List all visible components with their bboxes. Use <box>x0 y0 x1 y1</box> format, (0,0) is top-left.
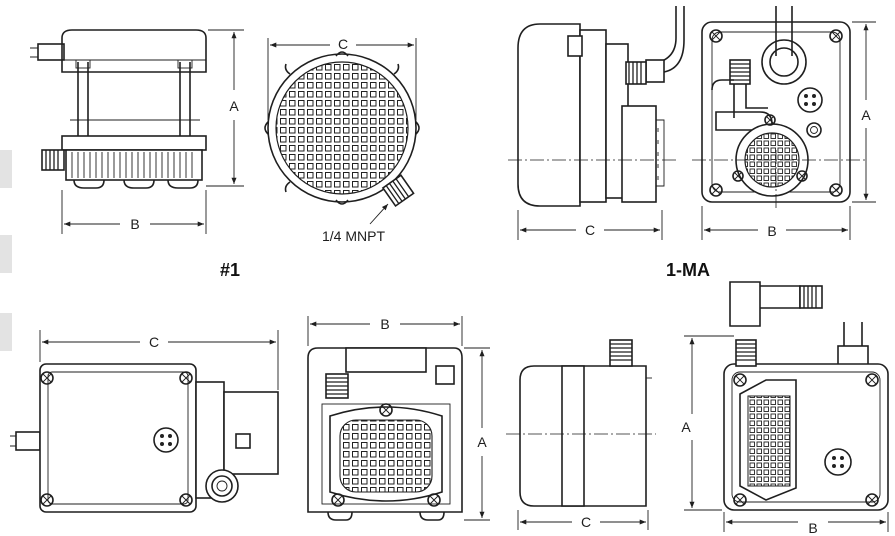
model-1-side-view <box>30 29 244 234</box>
bottom-side-view <box>506 339 656 530</box>
bottom-left-dim-c: C <box>149 334 159 350</box>
model-1ma-side-view <box>508 6 685 240</box>
model-1-dim-b: B <box>130 216 139 232</box>
side-tab-2 <box>0 235 12 273</box>
bottom-right-front-view <box>684 281 889 532</box>
model-1-dim-c: C <box>338 36 348 52</box>
port-thread-callout: 1/4 MNPT <box>322 228 385 244</box>
side-tab-1 <box>0 150 12 188</box>
bottom-right-dim-b: B <box>808 520 817 536</box>
model-1ma-label: 1-MA <box>666 260 710 280</box>
screw-icon <box>709 29 843 197</box>
bottom-right-dim-a: A <box>681 419 691 435</box>
side-tab-3 <box>0 313 12 351</box>
bottom-left-top-view <box>10 330 279 513</box>
model-1-bottom-view <box>264 38 420 225</box>
bottom-front-view <box>307 316 490 521</box>
model-1-fins <box>71 152 193 178</box>
model-1ma-front-dim-b: B <box>767 223 776 239</box>
model-1-label: #1 <box>220 260 240 280</box>
bottom-front-dim-b: B <box>380 316 389 332</box>
model-1-dim-a: A <box>229 98 239 114</box>
bottom-front-dim-a: A <box>477 434 487 450</box>
bottom-side-dim-c: C <box>581 514 591 530</box>
model-1ma-front-dim-a: A <box>861 107 871 123</box>
model-1ma-side-dim-c: C <box>585 222 595 238</box>
model-1ma-front-view <box>692 6 876 240</box>
